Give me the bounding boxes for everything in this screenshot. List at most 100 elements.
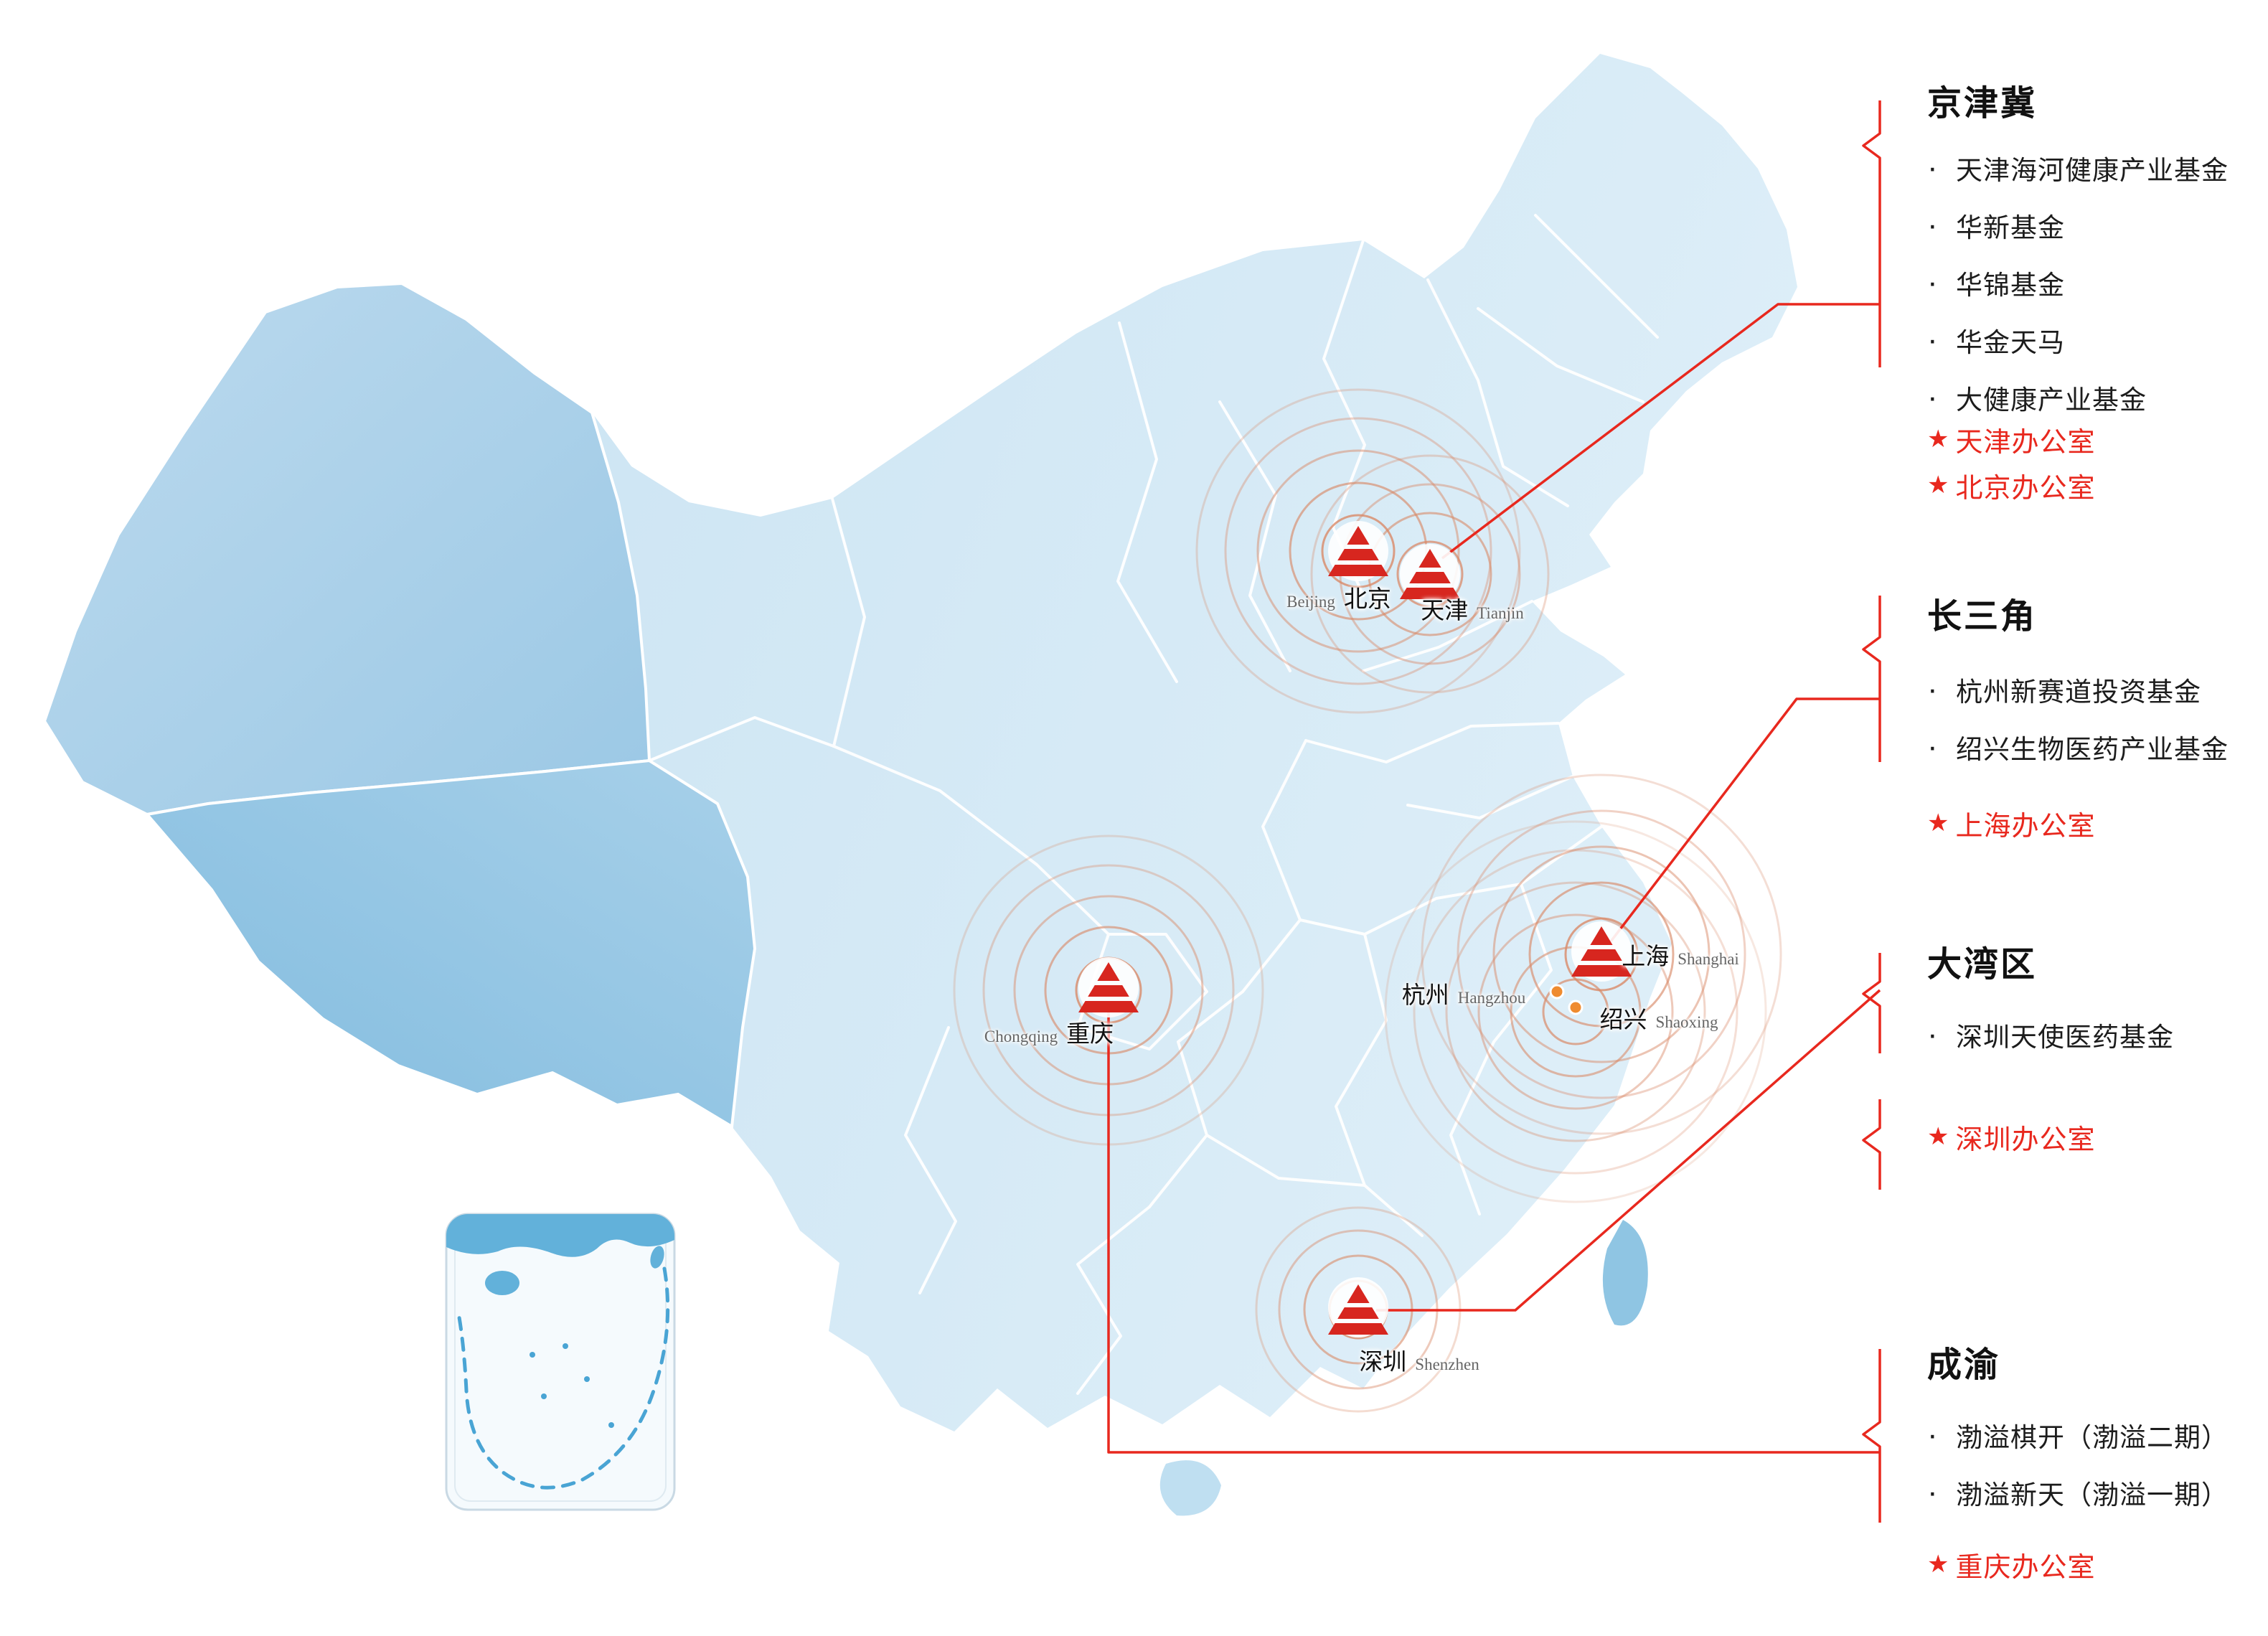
city-label-chongqing: Chongqing 重庆 xyxy=(984,1015,1114,1049)
office-item: ★ 重庆办公室 xyxy=(1927,1541,2264,1587)
city-dots xyxy=(1549,984,1584,1015)
inset-south-china-sea xyxy=(445,1213,676,1511)
city-label-tianjin: 天津 Tianjin xyxy=(1421,591,1524,626)
region-title: 京津冀 xyxy=(1927,85,2038,123)
connectors xyxy=(1107,100,1881,1523)
province-borders xyxy=(648,214,1659,1395)
island-taiwan xyxy=(1602,1220,1648,1326)
city-name-en: Shanghai xyxy=(1678,950,1739,968)
office-item: ★ 北京办公室 xyxy=(1927,462,2264,508)
bullet-icon: · xyxy=(1927,1475,1939,1510)
bracket-changsanjiao xyxy=(1862,596,1881,762)
fund-item: · 绍兴生物医药产业基金 xyxy=(1927,718,2264,776)
bullet-icon: · xyxy=(1927,150,1939,185)
star-icon: ★ xyxy=(1927,1123,1950,1150)
inset-hainan xyxy=(485,1271,519,1295)
inset-islands xyxy=(530,1343,614,1428)
marker-shenzhen-logo xyxy=(1328,1284,1388,1335)
province-xinjiang xyxy=(42,281,651,817)
bullet-icon: · xyxy=(1927,1417,1939,1452)
fund-name: 渤溢新天（渤溢一期） xyxy=(1956,1480,2229,1510)
region-block-changsanjiao: 长三角 · 杭州新赛道投资基金 · 绍兴生物医药产业基金 ★ 上海办公室 xyxy=(1927,585,2264,846)
city-name-zh: 重庆 xyxy=(1066,1022,1114,1048)
bracket-shenzhen-office xyxy=(1862,1099,1881,1190)
star-icon: ★ xyxy=(1927,809,1950,837)
fund-item: · 华金天马 xyxy=(1927,311,2264,369)
bullet-icon: · xyxy=(1927,729,1939,764)
bullet-icon: · xyxy=(1927,672,1939,707)
bullet-icon: · xyxy=(1927,1017,1939,1052)
bullet-icon: · xyxy=(1927,207,1939,243)
bracket-chengyu xyxy=(1862,1349,1881,1523)
inset-nine-dash-line xyxy=(457,1266,670,1490)
region-title: 大湾区 xyxy=(1927,946,2038,984)
logo-markers xyxy=(1078,526,1632,1335)
star-icon: ★ xyxy=(1927,471,1950,499)
city-name-en: Chongqing xyxy=(984,1028,1058,1045)
city-name-zh: 杭州 xyxy=(1401,983,1449,1009)
dot-hangzhou xyxy=(1549,984,1565,1000)
city-label-shanghai: 上海 Shanghai xyxy=(1622,937,1739,972)
marker-shanghai-logo xyxy=(1571,926,1632,977)
fund-item: · 大健康产业基金 xyxy=(1927,369,2264,426)
fund-item: · 渤溢新天（渤溢一期） xyxy=(1927,1464,2264,1521)
mainland-china xyxy=(42,54,1797,1516)
city-label-hangzhou: 杭州 Hangzhou xyxy=(1402,976,1526,1010)
office-list: ★ 天津办公室 ★ 北京办公室 xyxy=(1927,416,2264,508)
fund-item: · 天津海河健康产业基金 xyxy=(1927,139,2264,197)
marker-chongqing-logo xyxy=(1078,962,1139,1012)
city-name-zh: 绍兴 xyxy=(1599,1007,1647,1033)
region-block-jingjinji: 京津冀 · 天津海河健康产业基金 · 华新基金 · 华锦基金 · 华金天马 · … xyxy=(1927,72,2264,508)
office-name: 重庆办公室 xyxy=(1955,1552,2096,1583)
city-label-beijing: Beijing 北京 xyxy=(1286,580,1391,614)
fund-item: · 华新基金 xyxy=(1927,197,2264,254)
marker-beijing-logo xyxy=(1328,526,1388,576)
bracket-jingjinji xyxy=(1862,100,1881,367)
fund-name: 深圳天使医药基金 xyxy=(1956,1022,2174,1052)
inset-taiwan xyxy=(650,1246,664,1269)
fund-name: 大健康产业基金 xyxy=(1956,385,2147,415)
city-name-zh: 天津 xyxy=(1421,598,1469,624)
marker-tianjin-logo xyxy=(1400,549,1460,599)
island-hainan xyxy=(1159,1460,1221,1516)
fund-name: 华新基金 xyxy=(1956,213,2065,243)
office-name: 深圳办公室 xyxy=(1955,1124,2096,1155)
city-name-en: Tianjin xyxy=(1477,604,1524,622)
star-icon: ★ xyxy=(1927,426,1950,453)
city-name-en: Beijing xyxy=(1286,593,1335,611)
fund-item: · 渤溢棋开（渤溢二期） xyxy=(1927,1406,2264,1464)
ripple-shanghai xyxy=(1421,774,1782,1135)
city-name-zh: 上海 xyxy=(1622,944,1670,970)
office-list: ★ 上海办公室 xyxy=(1927,800,2264,846)
fund-name: 天津海河健康产业基金 xyxy=(1956,156,2229,185)
bracket-dawanqu xyxy=(1862,953,1881,1053)
fund-item: · 深圳天使医药基金 xyxy=(1927,1006,2264,1063)
fund-list: · 深圳天使医药基金 xyxy=(1927,1006,2264,1063)
office-list: ★ 深圳办公室 xyxy=(1927,1114,2264,1160)
fund-item: · 华锦基金 xyxy=(1927,254,2264,311)
fund-name: 渤溢棋开（渤溢二期） xyxy=(1956,1423,2229,1452)
fund-list: · 天津海河健康产业基金 · 华新基金 · 华锦基金 · 华金天马 · 大健康产… xyxy=(1927,139,2264,426)
bullet-icon: · xyxy=(1927,380,1939,415)
fund-list: · 杭州新赛道投资基金 · 绍兴生物医药产业基金 xyxy=(1927,661,2264,776)
connector-changsanjiao xyxy=(1609,697,1880,943)
fund-item: · 杭州新赛道投资基金 xyxy=(1927,661,2264,718)
fund-name: 绍兴生物医药产业基金 xyxy=(1956,735,2229,764)
office-item: ★ 深圳办公室 xyxy=(1927,1114,2264,1160)
city-name-zh: 北京 xyxy=(1343,587,1391,613)
city-label-shenzhen: 深圳 Shenzhen xyxy=(1359,1343,1479,1377)
star-icon: ★ xyxy=(1927,1551,1950,1578)
city-label-shaoxing: 绍兴 Shaoxing xyxy=(1600,1000,1718,1035)
connector-chengyu xyxy=(1107,1003,1880,1454)
region-title: 长三角 xyxy=(1927,598,2038,636)
connector-jingjinji xyxy=(1441,303,1880,560)
office-name: 天津办公室 xyxy=(1955,427,2096,458)
connector-dawanqu xyxy=(1376,989,1881,1312)
city-name-en: Shaoxing xyxy=(1655,1013,1718,1031)
office-item: ★ 天津办公室 xyxy=(1927,416,2264,462)
city-name-en: Hangzhou xyxy=(1457,989,1526,1007)
region-title: 成渝 xyxy=(1927,1346,2001,1384)
city-name-zh: 深圳 xyxy=(1359,1350,1407,1376)
